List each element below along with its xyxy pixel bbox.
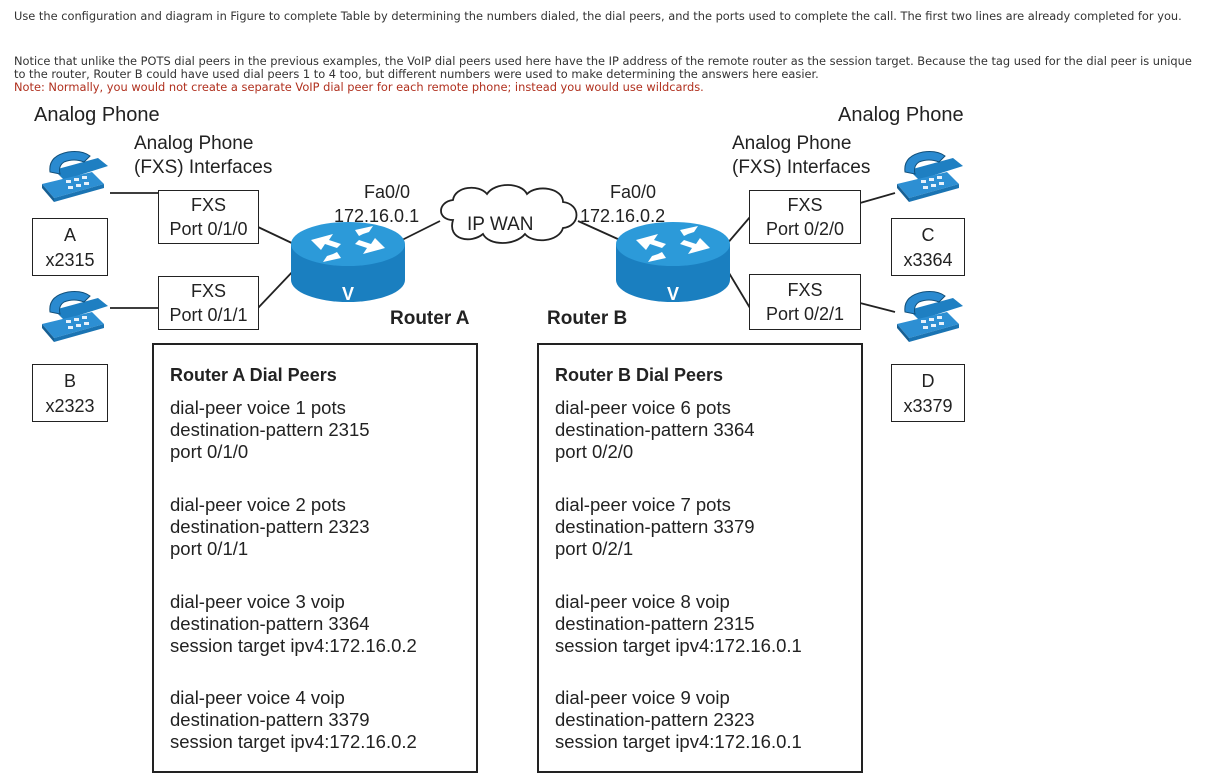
router-b-label: Router B [547, 308, 628, 329]
analog-phone-label-left: Analog Phone [34, 104, 160, 126]
config-line: dial-peer voice 7 pots [555, 494, 731, 515]
ip-wan-label: IP WAN [467, 214, 534, 235]
phone-c-box: C x3364 [891, 218, 965, 276]
config-line: destination-pattern 2323 [170, 516, 370, 537]
router-b-ip: 172.16.0.2 [580, 206, 666, 226]
router-a-interface: Fa0/0 [363, 182, 411, 202]
voice-router-icon: V [291, 222, 405, 304]
fxs-port-0-2-0: FXS Port 0/2/0 [749, 190, 861, 244]
config-line: session target ipv4:172.16.0.1 [555, 731, 802, 752]
port-label: Port 0/2/0 [765, 219, 845, 239]
phone-b-box: B x2323 [32, 364, 108, 422]
phone-b-letter: B [63, 371, 76, 391]
telephone-icon [42, 291, 108, 342]
telephone-icon [42, 151, 108, 202]
config-line: port 0/1/0 [170, 441, 249, 462]
telephone-icon [897, 291, 963, 342]
config-line: port 0/2/0 [555, 441, 634, 462]
voice-router-icon: V [616, 222, 730, 304]
router-a-dial-peer-4: dial-peer voice 4 voip destination-patte… [170, 687, 417, 753]
config-line: destination-pattern 3379 [555, 516, 755, 537]
fxs-label: FXS [787, 195, 823, 215]
router-b-dial-peer-9: dial-peer voice 9 voip destination-patte… [555, 687, 802, 753]
instructions-paragraph-1: Use the configuration and diagram in Fig… [14, 9, 1182, 23]
config-line: dial-peer voice 8 voip [555, 591, 730, 612]
router-a-dial-peer-3: dial-peer voice 3 voip destination-patte… [170, 591, 417, 657]
phone-a-letter: A [63, 225, 76, 245]
fxs-interfaces-left-line2: (FXS) Interfaces [134, 157, 273, 178]
phone-c-letter: C [921, 225, 935, 245]
config-line: destination-pattern 2315 [555, 613, 755, 634]
fxs-label: FXS [190, 195, 226, 215]
port-label: Port 0/2/1 [765, 304, 845, 324]
router-a-ip: 172.16.0.1 [334, 206, 420, 226]
router-b-dial-peers-panel: Router B Dial Peers dial-peer voice 6 po… [537, 343, 863, 773]
router-b-dial-peer-8: dial-peer voice 8 voip destination-patte… [555, 591, 802, 657]
fxs-interfaces-left-line1: Analog Phone [134, 133, 254, 154]
port-label: Port 0/1/1 [169, 305, 248, 325]
router-b-interface: Fa0/0 [609, 182, 657, 202]
telephone-icon [897, 151, 963, 202]
router-b-dial-peers-title: Router B Dial Peers [555, 365, 724, 385]
config-line: port 0/1/1 [170, 538, 249, 559]
router-a-dial-peer-2: dial-peer voice 2 pots destination-patte… [170, 494, 370, 560]
fxs-interfaces-label-left: Analog Phone (FXS) Interfaces [134, 132, 272, 180]
fxs-port-0-1-1: FXS Port 0/1/1 [158, 276, 259, 330]
router-b-dial-peer-7: dial-peer voice 7 pots destination-patte… [555, 494, 755, 560]
router-a-glyph: V [342, 284, 354, 304]
cloud-icon [440, 184, 578, 244]
instructions-paragraph-2: Notice that unlike the POTS dial peers i… [14, 54, 1192, 81]
config-line: destination-pattern 3364 [170, 613, 370, 634]
config-line: destination-pattern 2323 [555, 709, 755, 730]
phone-d-extension: x3379 [903, 396, 953, 416]
router-b-glyph: V [667, 284, 679, 304]
config-line: dial-peer voice 9 voip [555, 687, 730, 708]
fxs-port-0-2-1: FXS Port 0/2/1 [749, 274, 861, 330]
config-line: port 0/2/1 [555, 538, 634, 559]
fxs-label: FXS [787, 280, 823, 300]
phone-a-extension: x2315 [45, 250, 95, 270]
router-b-dial-peer-6: dial-peer voice 6 pots destination-patte… [555, 397, 755, 463]
router-a-dial-peers-title: Router A Dial Peers [170, 365, 337, 385]
analog-phone-label-right: Analog Phone [838, 104, 964, 126]
config-line: destination-pattern 3364 [555, 419, 755, 440]
config-line: dial-peer voice 3 voip [170, 591, 345, 612]
port-label: Port 0/1/0 [169, 219, 248, 239]
config-line: session target ipv4:172.16.0.2 [170, 635, 417, 656]
router-a-dial-peer-1: dial-peer voice 1 pots destination-patte… [170, 397, 370, 463]
config-line: session target ipv4:172.16.0.1 [555, 635, 802, 656]
phone-b-extension: x2323 [45, 396, 95, 416]
config-line: dial-peer voice 4 voip [170, 687, 345, 708]
config-line: dial-peer voice 2 pots [170, 494, 346, 515]
config-line: session target ipv4:172.16.0.2 [170, 731, 417, 752]
phone-a-box: A x2315 [32, 218, 108, 276]
fxs-port-0-1-0: FXS Port 0/1/0 [158, 190, 259, 244]
fxs-interfaces-right-line1: Analog Phone [732, 133, 852, 154]
config-line: destination-pattern 3379 [170, 709, 370, 730]
config-line: dial-peer voice 6 pots [555, 397, 731, 418]
router-a-label: Router A [390, 308, 470, 329]
instructions-note: Note: Normally, you would not create a s… [14, 80, 704, 94]
phone-c-extension: x3364 [903, 250, 953, 270]
phone-d-letter: D [921, 371, 935, 391]
fxs-interfaces-label-right: Analog Phone (FXS) Interfaces [732, 132, 870, 180]
phone-d-box: D x3379 [891, 364, 965, 422]
config-line: destination-pattern 2315 [170, 419, 370, 440]
fxs-interfaces-right-line2: (FXS) Interfaces [732, 157, 871, 178]
config-line: dial-peer voice 1 pots [170, 397, 346, 418]
router-a-dial-peers-panel: Router A Dial Peers dial-peer voice 1 po… [152, 343, 478, 773]
fxs-label: FXS [190, 281, 226, 301]
